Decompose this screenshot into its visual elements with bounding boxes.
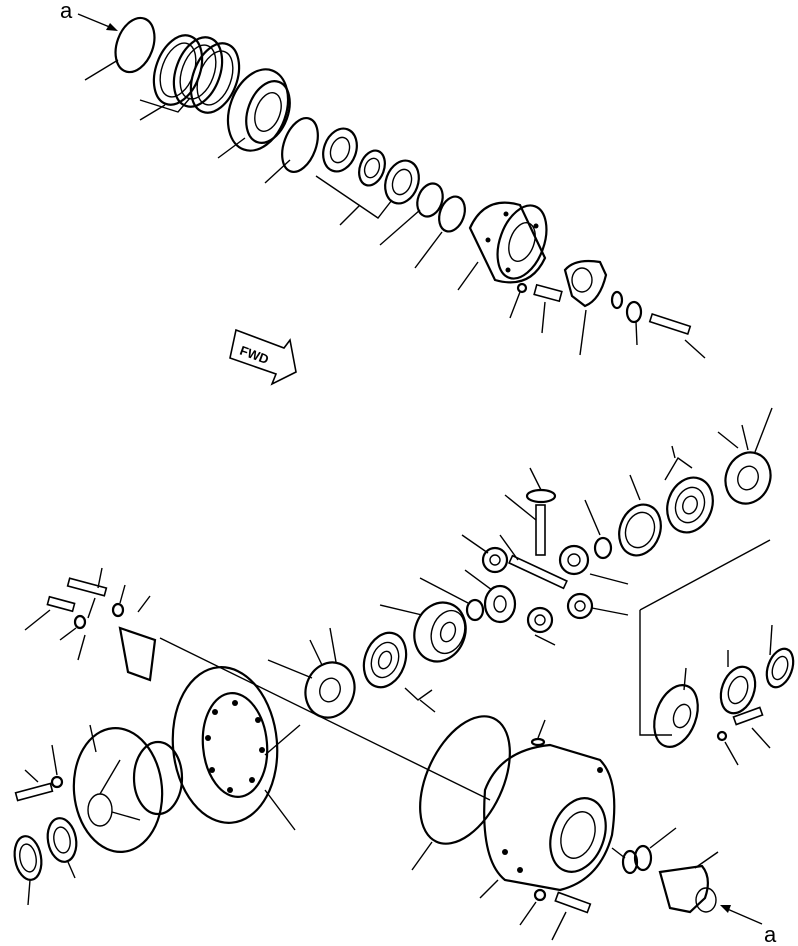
bearing-cage-right [653,684,699,748]
taper-bearing-right [666,476,714,534]
differential-carrier-housing [483,743,616,892]
lock-plate [118,626,157,682]
spider-shaft [508,554,568,590]
right-subassembly [653,624,795,766]
shim-left [465,598,485,622]
washer-lock-1 [111,602,125,618]
coupling-yoke [563,259,608,308]
o-ring-top [114,16,156,74]
washer-yoke [625,300,643,324]
ref-arrow-top [77,13,113,29]
washer-bottom [533,888,547,902]
o-ring-housing [419,715,511,845]
bolt-top-left [533,283,563,303]
differential-case-left [72,727,184,853]
washer-case-left [50,775,64,789]
bolt-lock-plate-2 [46,595,76,613]
bearings-top [322,127,420,205]
ref-arrow-bottom [724,907,763,925]
bolt-bottom [554,891,592,914]
side-pinion-lower [526,606,554,634]
adjusting-nut-left [304,661,356,719]
fwd-direction-arrow: FWD [229,328,297,386]
ref-arrowhead-top [106,23,118,31]
middle-assembly [24,407,773,801]
bracket-line [639,610,672,736]
bolt-top-right [648,313,692,335]
bolt-case-left [14,782,54,802]
spider-pin-vertical [525,488,557,556]
bolt-right-sub [732,706,764,726]
bearing-cup-left [13,835,43,881]
bearing-small-right [719,665,757,715]
ref-label-top: a [60,0,73,23]
bearing-cup-right [618,503,662,557]
oil-seal-top [438,195,466,233]
shim-right [593,536,613,560]
spacer-top [416,182,444,218]
side-pinion-right [566,592,594,620]
washer-lock-2 [73,614,87,630]
ref-label-bottom: a [764,922,777,946]
seal-shaft [633,844,653,872]
washer-small [516,282,528,294]
ring-gear [171,666,279,824]
pinion-carrier [468,201,548,284]
input-shaft [658,864,717,914]
o-ring-shaft [621,849,639,875]
o-ring-middle [281,117,319,173]
nut-right-sub [765,647,795,689]
washer-right-sub [716,730,728,742]
side-pinion-upper [558,544,590,576]
seal-rings [152,34,241,114]
taper-bearing-left [362,631,408,689]
ref-arrowhead-bottom [720,905,731,913]
side-gear [413,601,467,663]
bolt-lock-plate-1 [66,577,108,597]
top-assembly [84,16,706,359]
bearing-cone-left [46,817,78,863]
alignment-line [159,637,491,801]
adjusting-nut-right [724,451,772,505]
o-ring-yoke [610,290,624,310]
bottom-assembly [13,666,719,941]
plug-housing [530,737,546,747]
thrust-washer-left [483,584,517,624]
bearing-housing-top [226,68,291,152]
side-pinion-left [481,546,509,574]
